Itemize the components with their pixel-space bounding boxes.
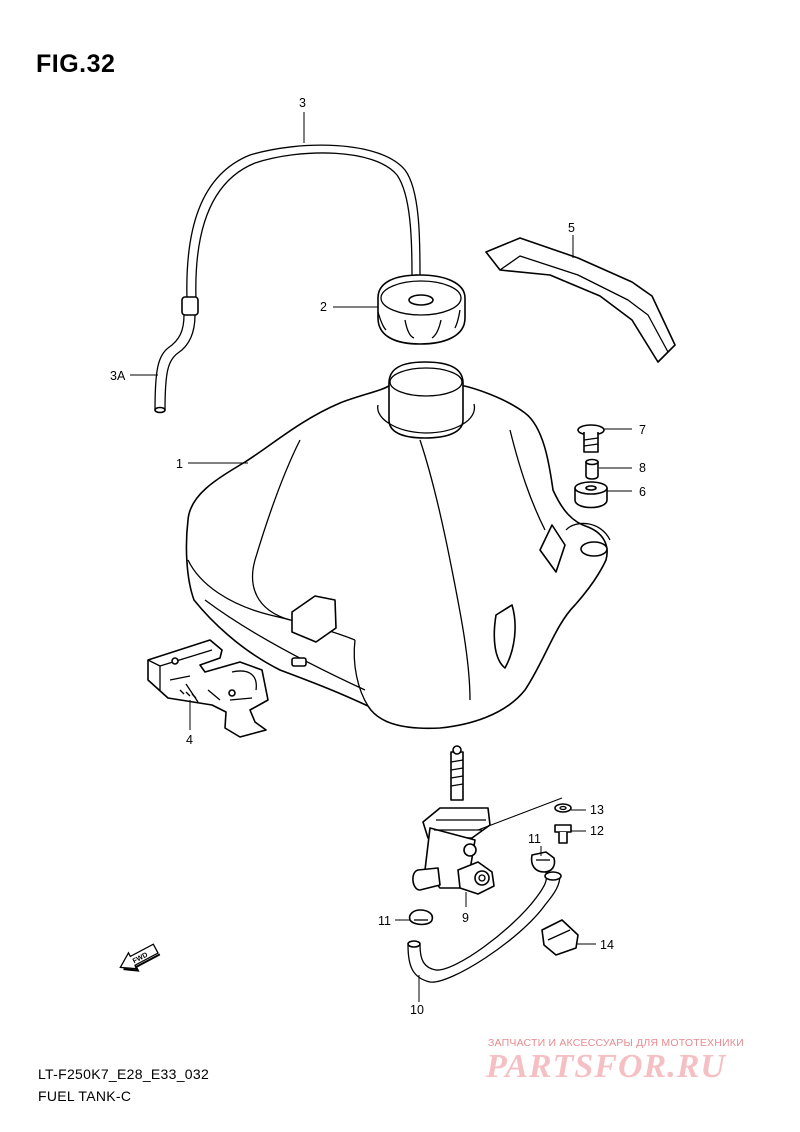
screw-part [554,824,572,844]
watermark-tagline: ЗАПЧАСТИ И АКСЕССУАРЫ ДЛЯ МОТОТЕХНИКИ [488,1037,744,1049]
callout-14: 14 [600,938,614,952]
collar-part [585,458,599,480]
callout-7: 7 [639,423,646,437]
fig-title: FIG.32 [36,50,116,78]
callout-13: 13 [590,803,604,817]
leader-lines [130,112,632,1002]
callout-3: 3 [299,96,306,110]
callout-6: 6 [639,485,646,499]
hose-clamp-part-upper [530,851,556,873]
bolt-part [577,424,605,453]
callout-labels: 3 2 3A 5 1 7 8 6 4 13 12 11 9 11 14 10 [110,96,646,1017]
hose-clip-part [541,919,579,956]
callout-5: 5 [568,221,575,235]
breather-hose-end-part [154,314,196,414]
callout-2: 2 [320,300,327,314]
callout-11-upper: 11 [528,832,541,846]
watermark-logo: PARTSFOR.RU [486,1048,726,1085]
washer-part [554,803,572,813]
section-name-caption: FUEL TANK-C [38,1088,132,1104]
callout-4: 4 [186,733,193,747]
fuel-valve-part [412,745,495,895]
tank-bracket-part [147,639,269,738]
callout-3a: 3A [110,369,126,383]
tank-strap-part [485,237,676,363]
callout-10: 10 [410,1003,424,1017]
callout-11-lower: 11 [378,914,391,928]
fuel-hose-part [407,871,562,983]
hose-clamp-part-lower [408,909,434,926]
callout-1: 1 [176,457,183,471]
callout-9: 9 [462,911,469,925]
cushion-part [574,481,608,509]
fuel-tank-part [185,361,611,730]
callout-8: 8 [639,461,646,475]
callout-12: 12 [590,824,604,838]
model-code-caption: LT-F250K7_E28_E33_032 [38,1066,210,1082]
fwd-arrow-icon: FWD [119,943,161,972]
fuel-cap-part [377,274,466,345]
